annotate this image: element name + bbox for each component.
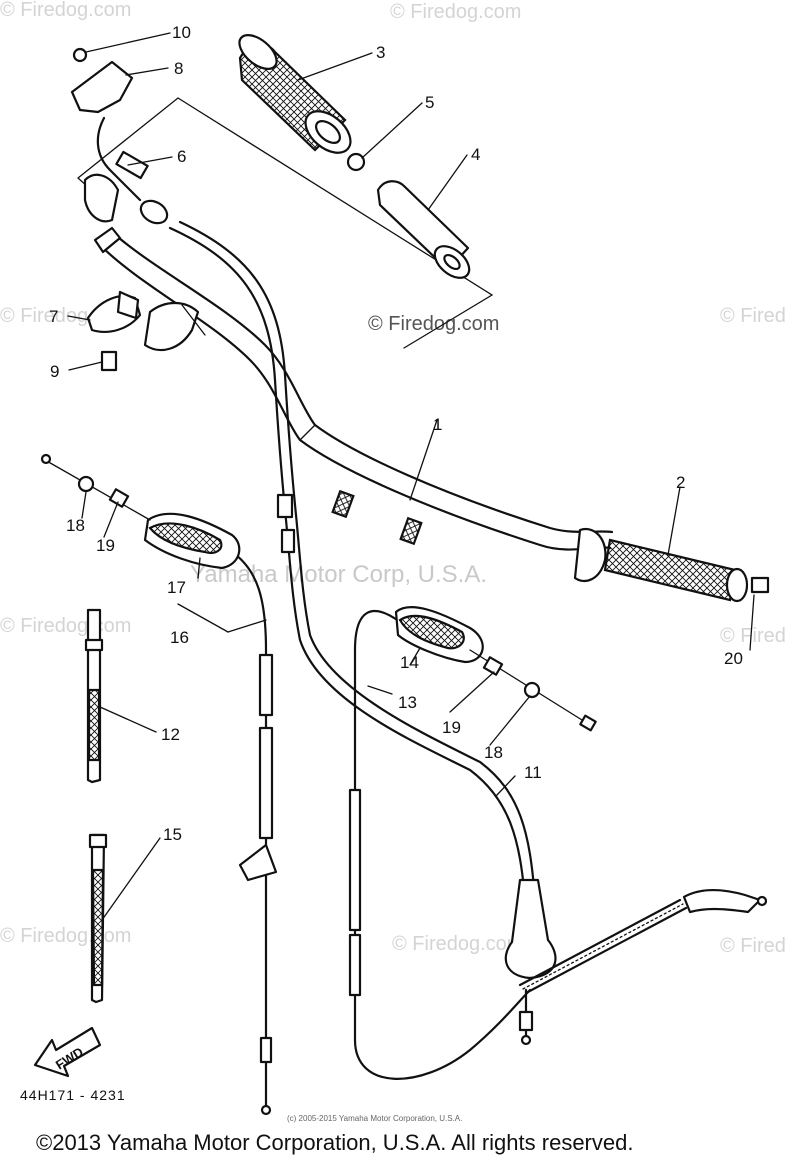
handlebar-pad-band [331,489,355,519]
cable-tie-15 [88,833,108,1004]
lever-holder-17 [40,453,241,570]
callout-3: 3 [376,43,385,62]
callout-8: 8 [174,59,183,78]
watermark-site: © Firedog.com [720,625,785,647]
cable-tie-12 [84,608,104,784]
fwd-arrow: FWD [33,1026,102,1078]
grip-3 [238,34,352,154]
throttle-tube-4 [376,180,471,279]
cables [168,220,768,1046]
watermark-site: © Firedog.com [0,0,131,21]
callout-5: 5 [425,93,434,112]
callout-19: 19 [96,536,115,555]
cable-13-housing [348,933,362,997]
callouts: 10 8 3 5 4 6 7 9 1 2 18 19 17 16 14 13 2… [49,23,743,844]
cable-boot [504,878,557,980]
cable-16-bracket [238,843,278,882]
watermark-site: © Firedog.com [720,935,785,957]
callout-17: 17 [167,578,186,597]
callout-6: 6 [177,147,186,166]
callout-18: 18 [484,743,503,762]
callout-10: 10 [172,23,191,42]
handlebar-clamp-mount [143,301,200,352]
handlebar [93,226,614,551]
watermark-site-dark: © Firedog.com [368,313,499,335]
diagram-code: 44H171 - 4231 [20,1087,126,1103]
callout-12: 12 [161,725,180,744]
callout-15: 15 [163,825,182,844]
callout-20: 20 [724,649,743,668]
callout-11: 11 [524,763,542,782]
handlebar-pad-band [399,516,423,546]
callout-7: 7 [49,307,58,326]
callout-9: 9 [50,362,59,381]
callout-18: 18 [66,516,85,535]
callout-19: 19 [442,718,461,737]
watermark-site: © Firedog.com [392,933,523,955]
callout-4: 4 [471,145,480,164]
cable-13 [353,610,532,1080]
small-copyright: (c) 2005-2015 Yamaha Motor Corporation, … [287,1114,462,1123]
watermark-site: © Firedog.com [0,925,131,947]
throttle-housing [70,47,169,225]
footer-copyright: ©2013 Yamaha Motor Corporation, U.S.A. A… [36,1130,633,1155]
collar-5 [346,152,366,172]
watermark-center: Yamaha Motor Corp, U.S.A. [190,561,487,588]
callout-16: 16 [170,628,189,647]
callout-2: 2 [676,473,685,492]
watermarks: © Firedog.com © Firedog.com © Firedog.co… [0,0,785,957]
watermark-site: © Firedog.com [720,305,785,327]
lever-holder-14 [394,606,597,732]
cable-16-housing [258,653,274,717]
leader-lines [67,32,755,921]
grip-2 [573,527,770,603]
cable-16 [230,550,268,1112]
cable-joint [276,493,294,519]
cable-16-housing [258,726,274,840]
callout-13: 13 [398,693,417,712]
bolt-9 [100,350,118,372]
watermark-site: © Firedog.com [390,1,521,23]
callout-1: 1 [433,415,442,434]
callout-14: 14 [400,653,419,672]
watermark-site: © Firedog.com [0,615,131,637]
cable-joint [280,528,296,554]
cable-13-housing [348,788,362,932]
handlebar-holder-7 [86,290,142,333]
